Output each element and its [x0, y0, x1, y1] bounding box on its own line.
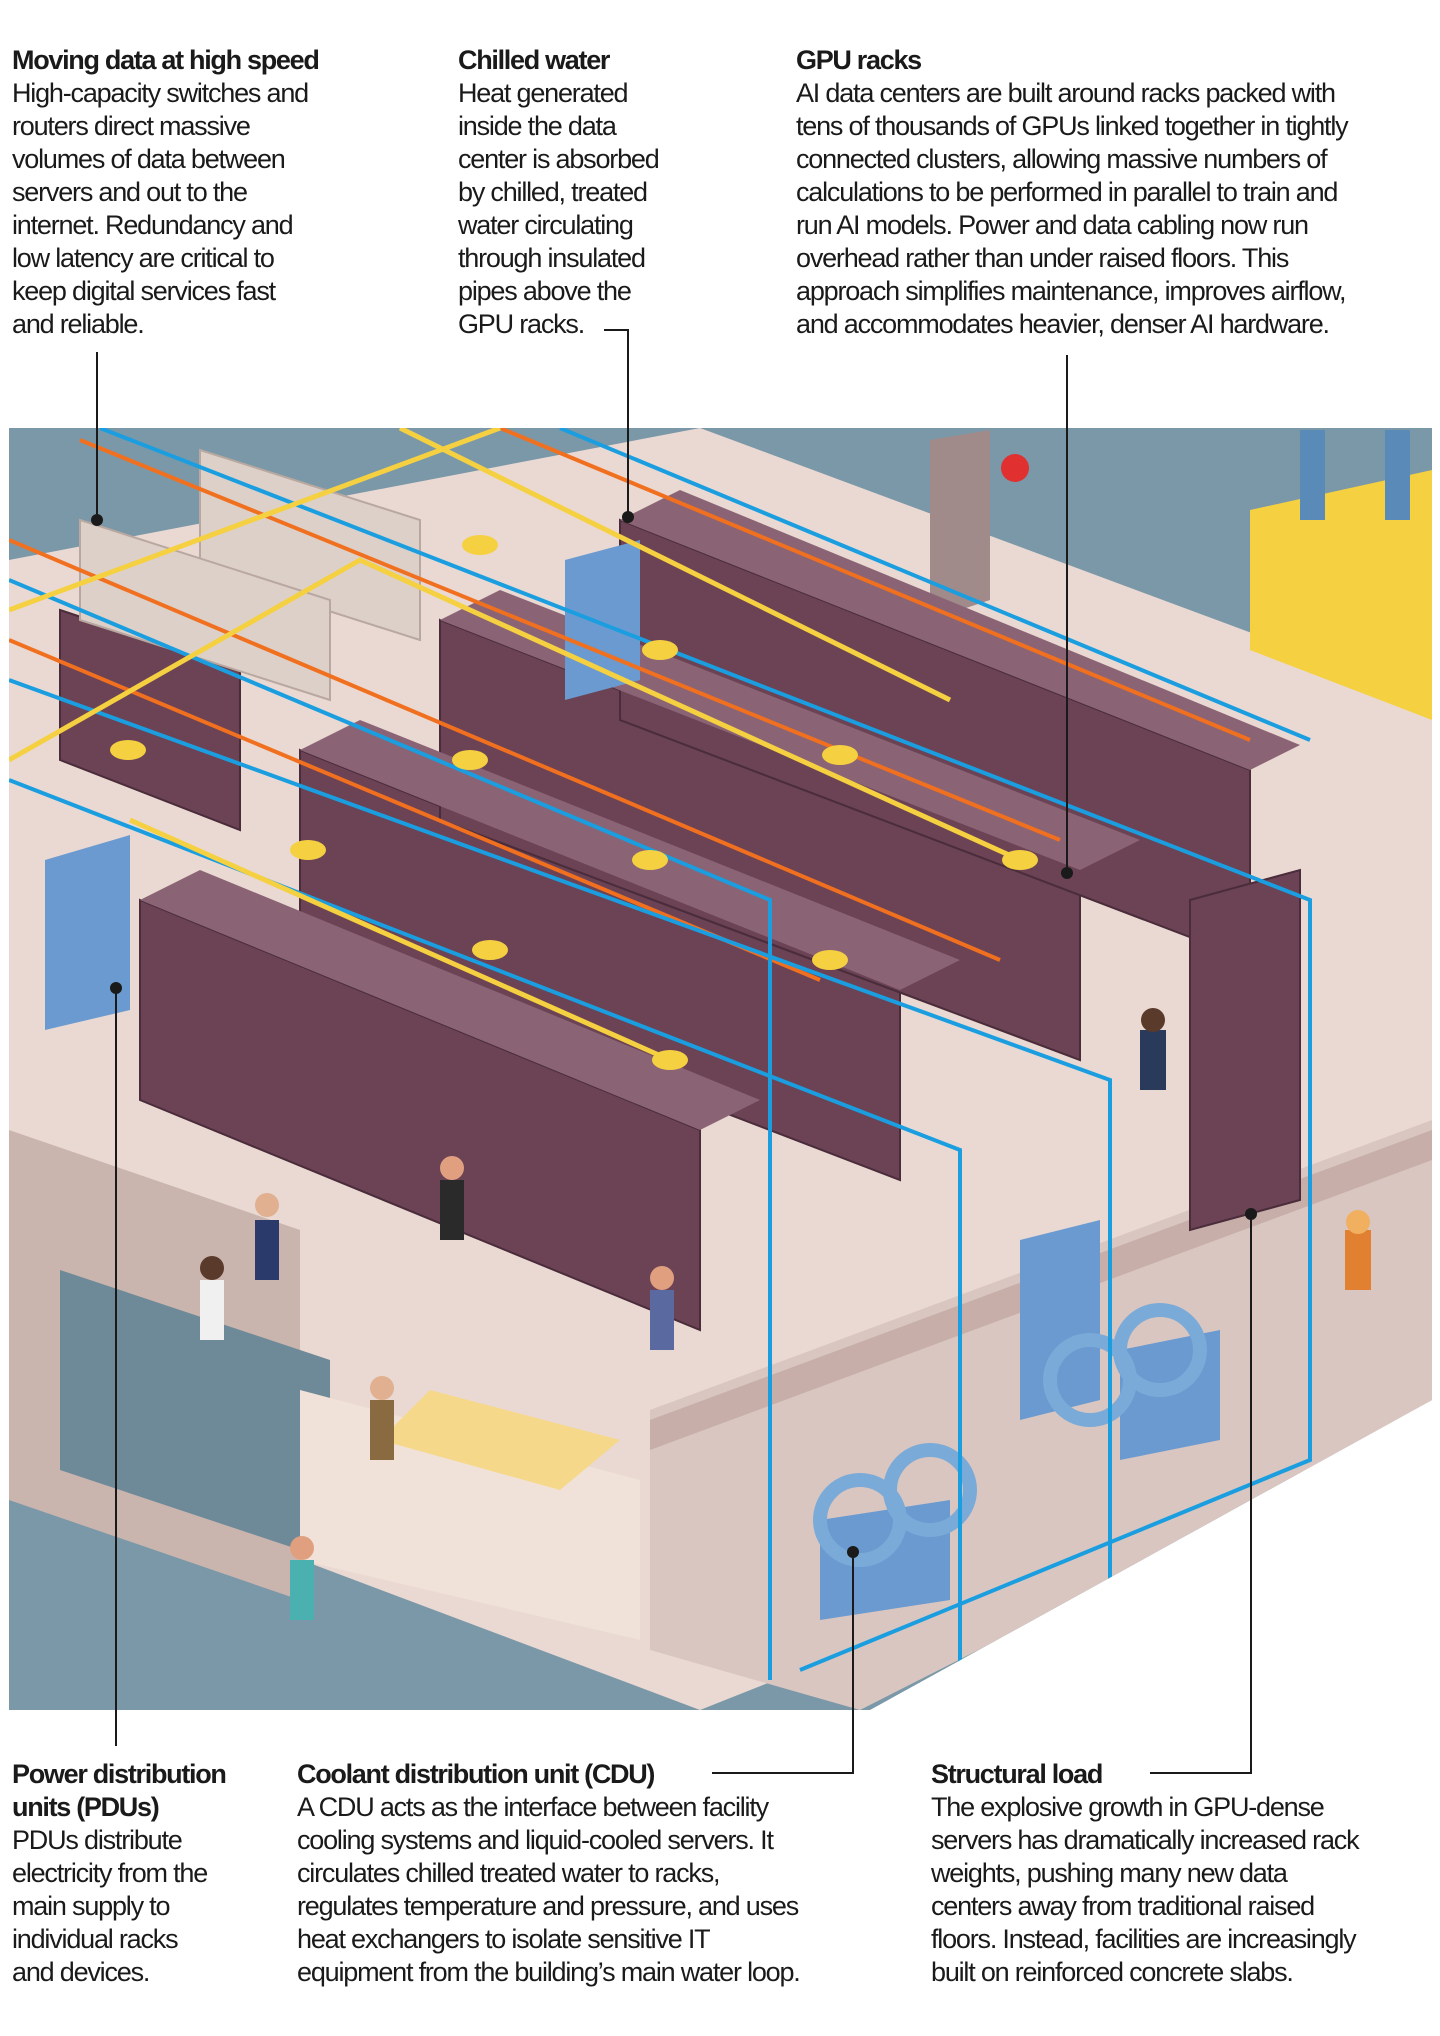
callout-text-line: connected clusters, allowing massive num… [796, 144, 1328, 174]
callout-text-line: pipes above the [458, 276, 632, 306]
callout-text-line: AI data centers are built around racks p… [796, 78, 1336, 108]
callout-text-line: equipment from the building’s main water… [297, 1957, 801, 1987]
callout-text-line: volumes of data between [12, 144, 286, 174]
generator [1250, 470, 1432, 720]
callout-text-line: A CDU acts as the interface between faci… [297, 1792, 769, 1822]
security-room-floor [60, 1270, 330, 1560]
callout-text-line: cooling systems and liquid-cooled server… [297, 1825, 774, 1855]
cable-drops [110, 535, 1038, 1070]
callout-text-line: water circulating [458, 210, 634, 240]
callout-text-line: main supply to [12, 1891, 170, 1921]
leader-dots [91, 511, 1257, 1558]
callout-text-line: tens of thousands of GPUs linked togethe… [796, 111, 1349, 141]
callout-text-line: circulates chilled treated water to rack… [297, 1858, 721, 1888]
callout-text-line: by chilled, treated [458, 177, 648, 207]
data-cables [9, 428, 1022, 1063]
callout-moving-data: Moving data at high speed High-capacity … [12, 44, 320, 341]
callout-text-line: and reliable. [12, 309, 145, 339]
callout-text-line: The explosive growth in GPU-dense [931, 1792, 1325, 1822]
callout-text-line: servers and out to the [12, 177, 248, 207]
power-cables [9, 428, 1251, 982]
callout-title: Power distribution [12, 1759, 227, 1789]
callout-text-line: regulates temperature and pressure, and … [297, 1891, 799, 1921]
callout-gpu-racks: GPU racks AI data centers are built arou… [796, 44, 1349, 341]
callout-text-line: center is absorbed [458, 144, 660, 174]
callout-title: units (PDUs) [12, 1792, 160, 1822]
callout-text-line: servers has dramatically increased rack [931, 1825, 1360, 1855]
callout-text-line: individual racks [12, 1924, 179, 1954]
callout-title: Structural load [931, 1759, 1103, 1789]
callout-text-line: built on reinforced concrete slabs. [931, 1957, 1294, 1987]
callout-text-line: Heat generated [458, 78, 629, 108]
water-pipes [9, 428, 1312, 1690]
callout-text-line: through insulated [458, 243, 646, 273]
callout-title: GPU racks [796, 45, 922, 75]
callout-text-line: heat exchangers to isolate sensitive IT [297, 1924, 711, 1954]
callout-pdus: Power distribution units (PDUs) PDUs dis… [12, 1758, 227, 1989]
callout-text-line: High-capacity switches and [12, 78, 309, 108]
callout-text-line: PDUs distribute [12, 1825, 183, 1855]
callout-text-line: internet. Redundancy and [12, 210, 294, 240]
callout-text-line: approach simplifies maintenance, improve… [796, 276, 1346, 306]
callout-text-line: inside the data [458, 111, 617, 141]
callout-title: Chilled water [458, 45, 610, 75]
door [930, 430, 990, 620]
callout-text-line: overhead rather than under raised floors… [796, 243, 1289, 273]
callout-text-line: weights, pushing many new data [931, 1858, 1288, 1888]
callout-text-line: GPU racks. [458, 309, 585, 339]
callout-text-line: floors. Instead, facilities are increasi… [931, 1924, 1357, 1954]
people [200, 1008, 1371, 1620]
callout-text-line: and devices. [12, 1957, 150, 1987]
callout-text-line: routers direct massive [12, 111, 251, 141]
callout-title: Moving data at high speed [12, 45, 320, 75]
callout-text-line: centers away from traditional raised [931, 1891, 1315, 1921]
callout-title: Coolant distribution unit (CDU) [297, 1759, 655, 1789]
callout-text-line: keep digital services fast [12, 276, 276, 306]
desk [380, 1390, 620, 1490]
network-switches [79, 448, 421, 702]
leader-lines [96, 329, 1252, 1774]
callout-text-line: calculations to be performed in parallel… [796, 177, 1338, 207]
pumps [813, 1303, 1207, 1567]
callout-text-line: run AI models. Power and data cabling no… [796, 210, 1309, 240]
callout-structural-load: Structural load The explosive growth in … [931, 1758, 1360, 1989]
callout-text-line: and accommodates heavier, denser AI hard… [796, 309, 1330, 339]
callout-text-line: low latency are critical to [12, 243, 275, 273]
callout-text-line: electricity from the [12, 1858, 208, 1888]
callout-cdu: Coolant distribution unit (CDU) A CDU ac… [297, 1758, 801, 1989]
